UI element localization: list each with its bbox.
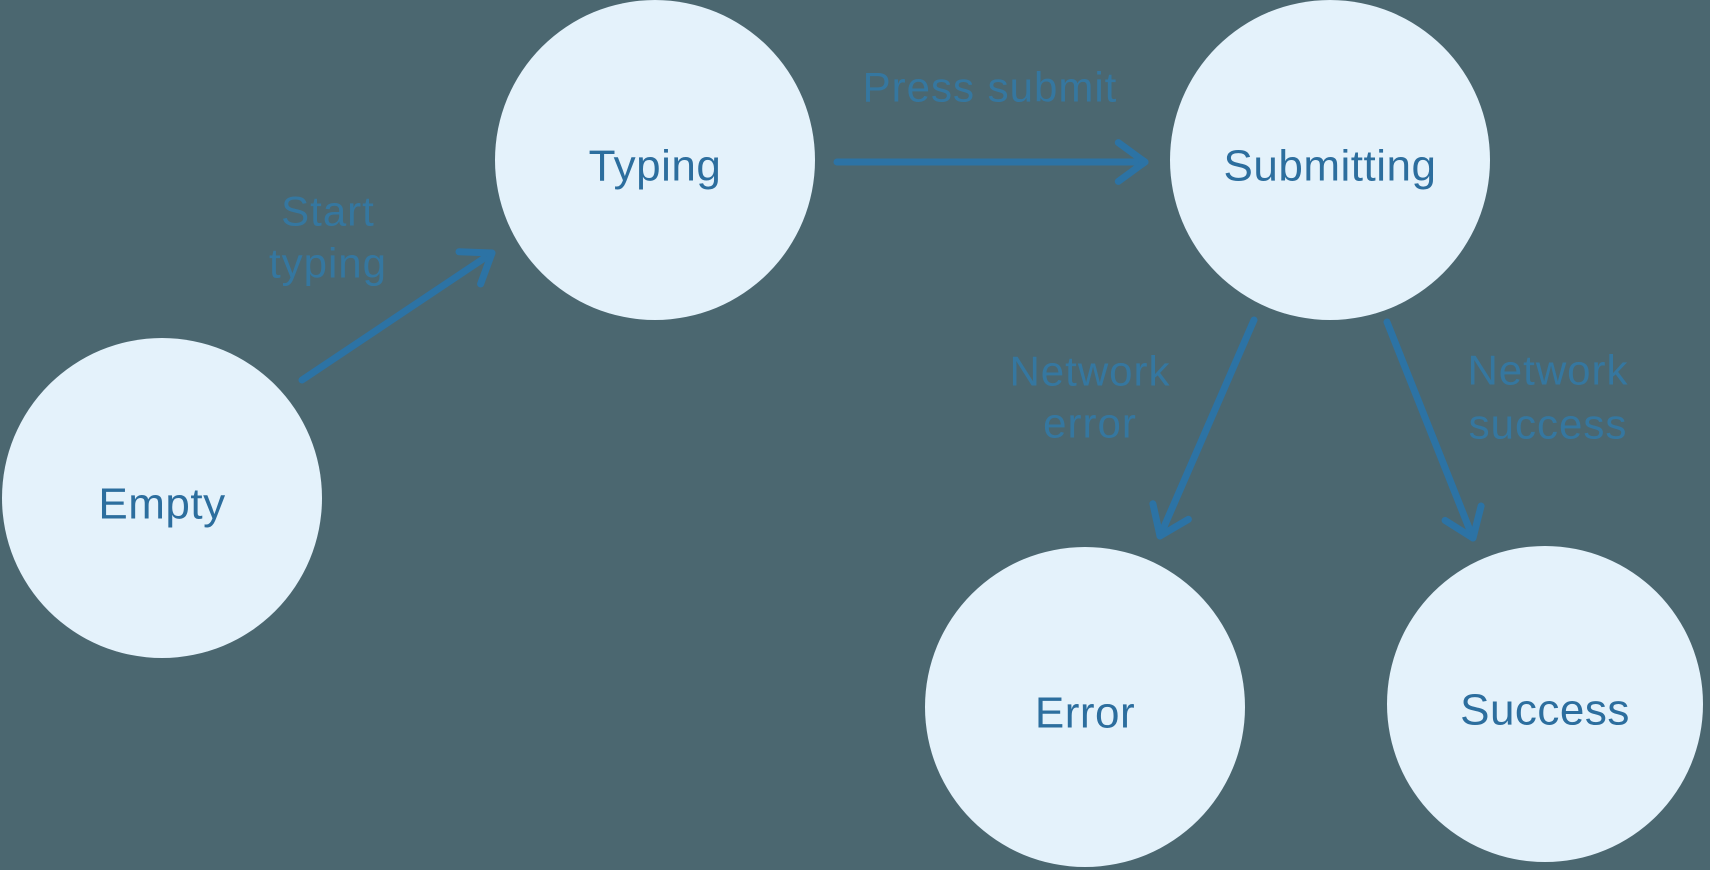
transition-press-submit: Press submit xyxy=(833,64,1149,185)
state-circle-empty xyxy=(2,338,322,658)
state-label-error: Error xyxy=(1035,689,1135,738)
transition-start-typing: Start typing xyxy=(269,188,496,384)
transition-label-network-error: Network xyxy=(1009,348,1170,395)
state-error: Error xyxy=(925,547,1245,867)
transition-line-network-error xyxy=(1156,316,1258,540)
arrowhead-network-success-icon xyxy=(1441,502,1485,542)
state-label-success: Success xyxy=(1460,686,1630,735)
transition-line-network-success xyxy=(1383,318,1477,542)
state-circle-error xyxy=(925,547,1245,867)
transition-network-error: Network error xyxy=(1009,316,1258,540)
state-typing: Typing xyxy=(495,0,815,320)
transition-label-network-error: error xyxy=(1043,400,1137,447)
state-label-submitting: Submitting xyxy=(1224,142,1437,191)
transition-label-start-typing: typing xyxy=(269,240,387,287)
arrowhead-start-typing-icon xyxy=(455,248,496,288)
transition-network-success: Network success xyxy=(1383,318,1628,542)
state-label-empty: Empty xyxy=(98,480,225,529)
state-empty: Empty xyxy=(2,338,322,658)
state-circle-typing xyxy=(495,0,815,320)
state-circle-success xyxy=(1387,546,1703,862)
state-success: Success xyxy=(1387,546,1703,862)
state-label-typing: Typing xyxy=(589,142,722,191)
arrowhead-press-submit-icon xyxy=(1114,139,1149,185)
transition-label-press-submit: Press submit xyxy=(863,64,1118,111)
transition-line-start-typing xyxy=(298,249,496,384)
transition-label-network-success: success xyxy=(1469,401,1628,448)
transition-label-network-success: Network xyxy=(1467,347,1628,394)
transition-label-start-typing: Start xyxy=(281,188,375,235)
arrowhead-network-error-icon xyxy=(1149,500,1192,540)
state-submitting: Submitting xyxy=(1170,0,1490,320)
state-circle-submitting xyxy=(1170,0,1490,320)
